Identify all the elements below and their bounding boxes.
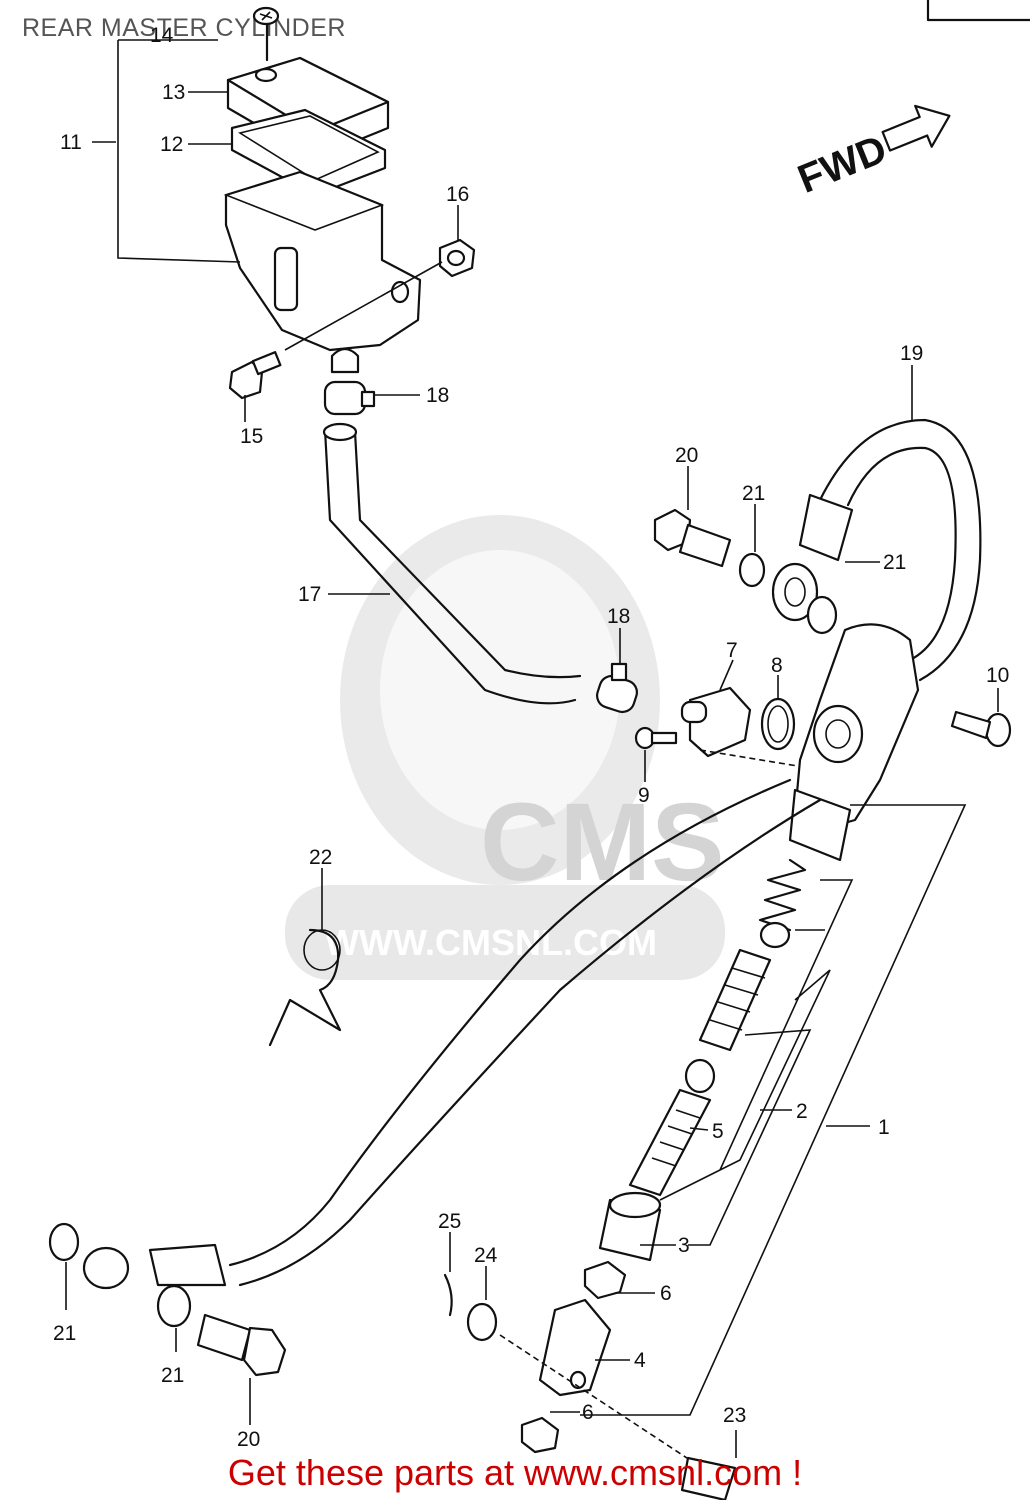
callout-11: 11 (60, 131, 82, 154)
leader-lines (65, 91, 999, 1458)
part-17-hose (323, 428, 582, 705)
part-3-boot (598, 1191, 662, 1262)
part-brake-hose (228, 778, 822, 1287)
part-25-cotter-pin (443, 1273, 453, 1317)
part-15-bolt (228, 351, 282, 400)
callout-18-b: 18 (607, 605, 630, 628)
callout-15: 15 (240, 425, 263, 448)
fwd-indicator: FWD (792, 104, 951, 202)
callout-13: 13 (162, 81, 185, 104)
part-23-pin (680, 1456, 737, 1500)
callout-2: 2 (796, 1100, 808, 1123)
part-22-clip (268, 928, 342, 1047)
callout-6-b: 6 (582, 1401, 594, 1424)
fwd-label: FWD (792, 127, 893, 202)
part-cup (759, 921, 791, 949)
callout-16: 16 (446, 183, 469, 206)
callout-10: 10 (986, 664, 1009, 687)
callout-12: 12 (160, 133, 183, 156)
part-24-washer (466, 1302, 498, 1342)
callout-21-d: 21 (161, 1364, 184, 1387)
reservoir-assembly (223, 6, 422, 352)
bracket-1 (580, 804, 967, 1416)
part-9-screw (634, 726, 678, 750)
part-4-clevis (538, 1298, 612, 1397)
part-18-clamp-lower (596, 662, 638, 714)
callout-20-a: 20 (675, 444, 698, 467)
callout-21-b: 21 (883, 551, 906, 574)
callout-24: 24 (474, 1244, 498, 1267)
part-19-hose (818, 418, 982, 682)
callout-18-a: 18 (426, 384, 449, 407)
callout-22: 22 (309, 846, 332, 869)
callout-labels: 1 2 3 4 5 6 6 7 8 9 10 11 12 13 14 15 16… (53, 24, 1009, 1451)
part-21-washer-a (738, 552, 766, 588)
watermark-url-text: WWW.CMSNL.COM (325, 922, 657, 963)
callout-6-a: 6 (660, 1282, 672, 1305)
part-21-washer-d (156, 1284, 192, 1328)
callout-9: 9 (638, 784, 650, 807)
callout-21-a: 21 (742, 482, 765, 505)
part-spring (758, 858, 807, 932)
part-10-bolt (950, 710, 1012, 748)
master-cylinder-body (788, 623, 920, 862)
watermark-logo-text: CMS (480, 781, 724, 904)
part-20-bolt-bottom (196, 1313, 287, 1377)
callout-3: 3 (678, 1234, 690, 1257)
callout-20-b: 20 (237, 1428, 260, 1451)
footer-link-text[interactable]: Get these parts at www.cmsnl.com ! (227, 1452, 803, 1493)
frame-corner (926, 0, 1030, 22)
callout-19: 19 (900, 342, 923, 365)
callout-14: 14 (150, 24, 174, 47)
fwd-arrow-icon (881, 104, 951, 152)
part-hose-sleeve (148, 1243, 227, 1287)
part-6-nut-a (583, 1260, 627, 1300)
part-20-bolt-top (653, 508, 732, 568)
part-18-clamp-top (323, 347, 376, 416)
callout-23: 23 (723, 1404, 746, 1427)
callout-4: 4 (634, 1349, 646, 1372)
part-21-washer-c (48, 1222, 80, 1262)
part-banjo (82, 1246, 130, 1290)
bracket-3 (688, 1029, 812, 1246)
part-21-washer-b (806, 595, 838, 635)
callout-17: 17 (298, 583, 321, 606)
part-6-nut-b (520, 1416, 560, 1454)
part-16-nut (284, 238, 476, 351)
callout-21-c: 21 (53, 1322, 76, 1345)
part-2-piston (698, 948, 772, 1052)
part-5-pushrod (628, 1058, 716, 1197)
part-7-fitting (680, 686, 752, 758)
callout-25: 25 (438, 1210, 461, 1233)
callout-7: 7 (726, 639, 738, 662)
bracket-2 (659, 879, 854, 1201)
page-title: REAR MASTER CYLINDER (22, 14, 346, 42)
callout-1: 1 (878, 1116, 890, 1139)
callout-8: 8 (771, 654, 783, 677)
callout-5: 5 (712, 1120, 724, 1143)
